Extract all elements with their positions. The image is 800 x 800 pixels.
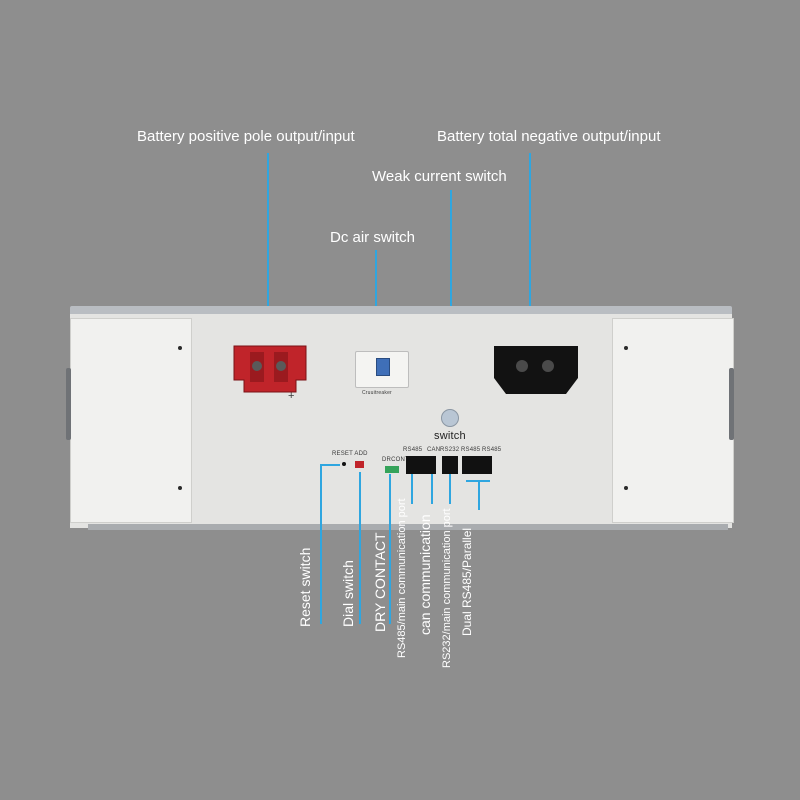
plus-sign: +: [288, 390, 295, 402]
dual-rs485-port[interactable]: [462, 456, 492, 474]
dry-contact-label: DRY CONTACT: [372, 532, 388, 632]
rs485-a-port-text: RS485: [461, 447, 481, 453]
rs232-leader: [449, 474, 451, 504]
breaker-toggle[interactable]: [376, 358, 390, 376]
positive-pole-label: Battery positive pole output/input: [137, 128, 355, 145]
weak-current-switch-button[interactable]: [441, 409, 459, 427]
rs232-port[interactable]: [442, 456, 458, 474]
screw: [624, 346, 628, 350]
reset-switch[interactable]: [342, 462, 346, 466]
dial-switch[interactable]: [355, 461, 364, 468]
rs485-main-label: RS485/main communication port: [396, 498, 408, 658]
dual-rs485-label: Dual RS485/Parallel: [460, 527, 474, 636]
screw: [178, 486, 182, 490]
bottom-rail: [88, 524, 728, 530]
breaker-label: Cruuitreaker: [362, 390, 392, 396]
dual-rs485-bracket: [466, 480, 490, 482]
top-rail: [70, 306, 732, 316]
right-ear: [612, 318, 734, 523]
dial-leader: [359, 472, 361, 624]
switch-text: switch: [434, 430, 466, 442]
negative-terminal: [494, 346, 578, 394]
rs485-main-leader: [411, 474, 413, 504]
screw: [624, 486, 628, 490]
positive-leader: [267, 153, 269, 346]
weak-switch-leader: [450, 190, 452, 402]
left-handle: [66, 368, 71, 440]
weak-current-switch-label: Weak current switch: [372, 168, 507, 185]
rs485-b-port-text: RS485: [482, 447, 502, 453]
left-ear: [70, 318, 192, 523]
dc-breaker[interactable]: [355, 351, 409, 388]
dial-switch-label: Dial switch: [340, 560, 356, 627]
reset-leader-h: [320, 464, 340, 466]
dual-rs485-leader: [478, 480, 480, 510]
positive-terminal: [233, 345, 307, 393]
rs232-main-label: RS232/main communication port: [441, 508, 453, 668]
dc-switch-leader: [375, 250, 377, 350]
negative-leader: [529, 153, 531, 343]
dry-leader: [389, 474, 391, 624]
rs232-port-text: RS232: [440, 447, 460, 453]
reset-add-text: RESET ADD: [332, 451, 368, 457]
battery-module: + Cruuitreaker switch RESET ADD DRCONTAC…: [66, 306, 735, 530]
negative-output-label: Battery total negative output/input: [437, 128, 661, 145]
can-communication-label: can communication: [417, 514, 433, 635]
dc-air-switch-label: Dc air switch: [330, 229, 416, 246]
reset-switch-label: Reset switch: [297, 547, 313, 627]
screw: [178, 346, 182, 350]
can-leader: [431, 474, 433, 504]
dry-contact-text: DRCONTACT: [382, 457, 422, 463]
dry-contact-port[interactable]: [385, 466, 399, 473]
can-port-text: CAN: [427, 447, 441, 453]
rs485-port-text: RS485: [403, 447, 423, 453]
reset-leader: [320, 464, 322, 624]
right-handle: [729, 368, 734, 440]
rs485-can-port[interactable]: [406, 456, 436, 474]
